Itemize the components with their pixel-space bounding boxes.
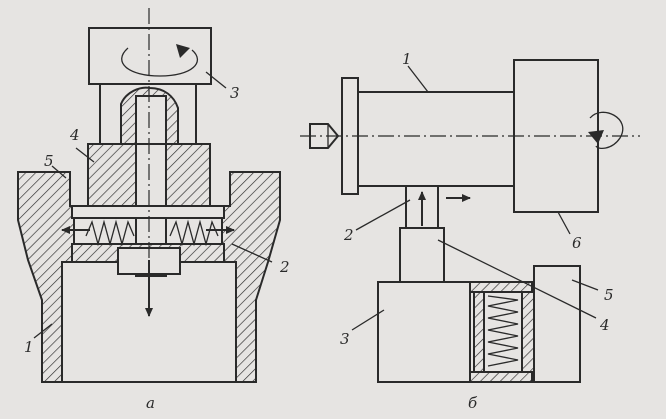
label-a-2: 2 <box>279 258 290 276</box>
caption-a: а <box>146 394 155 412</box>
part-5-stop <box>533 265 581 383</box>
label-a-1: 1 <box>24 338 34 356</box>
part-3-rotor <box>88 27 227 89</box>
label-b-5: 5 <box>604 286 614 304</box>
label-b-6: 6 <box>572 234 582 252</box>
label-b-4: 4 <box>599 316 610 334</box>
part-3-base <box>377 265 581 383</box>
label-b-2: 2 <box>343 226 354 244</box>
center-cone <box>309 123 340 149</box>
label-a-3: 3 <box>230 84 240 102</box>
label-a-4: 4 <box>69 126 80 144</box>
part-5-plate <box>71 205 225 219</box>
figure-b: 1 6 2 4 3 5 б <box>300 50 640 412</box>
figure-a: 3 5 4 2 1 а <box>17 8 290 412</box>
part-4-plunger <box>399 227 445 283</box>
rotation-arrow-icon <box>121 47 198 77</box>
label-b-3: 3 <box>340 330 350 348</box>
part-1-spindle <box>309 77 517 195</box>
rotation-arrow-icon-b <box>589 111 624 150</box>
caption-b: б <box>468 394 478 412</box>
label-b-1: 1 <box>402 50 412 68</box>
label-a-5: 5 <box>44 152 54 170</box>
